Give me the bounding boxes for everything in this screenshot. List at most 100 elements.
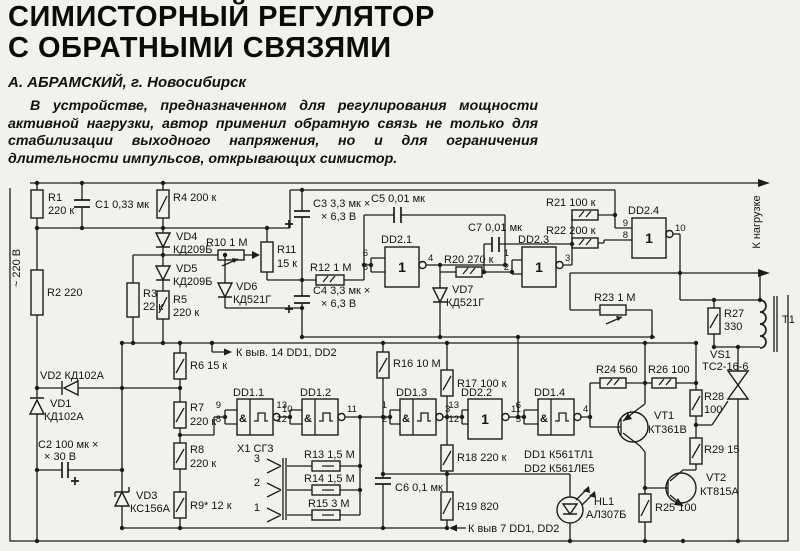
vd1-type: КД102А <box>44 411 84 423</box>
dd21-pin5: 5 <box>363 262 368 273</box>
r22-label: R22 200 к <box>546 225 596 237</box>
vd3-type: КС156А <box>130 503 171 515</box>
r5-label: R5 <box>173 294 187 306</box>
r11-label: R11 <box>277 244 296 256</box>
load-arrow-top <box>758 179 770 187</box>
dd14-and: & <box>540 413 548 425</box>
load-label: К нагрузке <box>751 195 763 248</box>
vd2-diode <box>61 379 79 397</box>
dd23-name: DD2.3 <box>518 234 549 246</box>
resistor-r27 <box>707 307 721 335</box>
r13-label: R13 1,5 М <box>304 449 355 461</box>
hl1-type: АЛ307Б <box>586 509 626 521</box>
dd24-pin10: 10 <box>675 223 686 234</box>
r23-label: R23 1 М <box>594 292 636 304</box>
vd7-type: КД521Г <box>446 297 484 309</box>
dd24-pin9: 9 <box>623 218 628 229</box>
dd12-name: DD1.2 <box>300 387 331 399</box>
c2-label: C2 100 мк × <box>38 439 98 451</box>
vd7-label: VD7 <box>452 284 473 296</box>
vd6-type: КД521Г <box>233 294 271 306</box>
gate-dd24 <box>631 217 667 259</box>
circuit-schematic: R1 220 к R2 220 C1 0,33 мк R4 200 к R3 2… <box>9 179 795 544</box>
r14-label: R14 1,5 М <box>304 473 355 485</box>
t1-label: T1 <box>782 314 795 326</box>
dd13-and: & <box>402 413 410 425</box>
x1-label: Х1 СГ3 <box>237 443 274 455</box>
ic-note1: DD1 К561ТЛ1 <box>524 449 594 461</box>
r21-label: R21 100 к <box>546 197 596 209</box>
r9-label: R9* 12 к <box>190 500 232 512</box>
vd6-diode <box>216 282 234 299</box>
c4-voltage: × 6,3 В <box>321 298 356 310</box>
dd12-and: & <box>304 413 312 425</box>
dd22-name: DD2.2 <box>461 387 492 399</box>
vd1-label: VD1 <box>50 398 71 410</box>
dd11-and: & <box>239 413 247 425</box>
dd14-name: DD1.4 <box>534 387 565 399</box>
hysteresis-icon <box>254 412 569 422</box>
vs1-label: VS1 <box>710 349 731 361</box>
r6-label: R6 15 к <box>190 360 227 372</box>
r1-label: R1 <box>48 192 62 204</box>
vs1-type: ТС2-16-6 <box>702 361 748 373</box>
vd5-type: КД209Б <box>173 276 212 288</box>
resistor-r7 <box>173 401 187 429</box>
labels: R1 220 к R2 220 C1 0,33 мк R4 200 к R3 2… <box>11 192 795 535</box>
dd12-pin13: 13 <box>276 400 287 411</box>
resistor-r28 <box>689 389 703 417</box>
resistor-r8 <box>173 442 187 470</box>
c4-label: C4 3,3 мк × <box>313 285 370 297</box>
r11-value: 15 к <box>277 258 297 270</box>
resistors <box>30 189 721 523</box>
resistor-r10 <box>217 249 245 261</box>
resistor-r4 <box>156 189 170 219</box>
r7-value: 220 к <box>190 416 216 428</box>
vt2-transistor <box>665 472 697 504</box>
vd1-diode <box>28 397 46 415</box>
r4-label: R4 200 к <box>173 192 217 204</box>
resistor-r21 <box>571 209 599 221</box>
c2-voltage: × 30 В <box>44 451 76 463</box>
r3-label: R3 <box>143 288 157 300</box>
dd11-pin10: 10 <box>282 404 293 415</box>
hl1-led <box>556 486 596 524</box>
vd7-diode <box>431 287 449 304</box>
dd21-pin4: 4 <box>428 253 433 264</box>
dd13-name: DD1.3 <box>396 387 427 399</box>
dd22-or: 1 <box>481 411 489 427</box>
resistor-r13 <box>311 460 341 472</box>
article-header: СИМИСТОРНЫЙ РЕГУЛЯТОР С ОБРАТНЫМИ СВЯЗЯМ… <box>8 2 568 168</box>
article-title-line1: СИМИСТОРНЫЙ РЕГУЛЯТОР <box>8 1 435 33</box>
r28-label: R28 <box>704 391 724 403</box>
r27-value: 330 <box>724 321 742 333</box>
vs1-triac <box>726 370 750 400</box>
c3-label: C3 3,3 мк × <box>313 198 370 210</box>
dd12-pin12: 12 <box>276 414 287 425</box>
resistor-r29 <box>689 437 703 465</box>
r12-label: R12 1 М <box>310 262 352 274</box>
resistor-r1 <box>30 189 44 219</box>
dd23-pin1: 1 <box>504 248 509 259</box>
transformer-winding <box>759 299 767 349</box>
dd23-or: 1 <box>535 259 543 275</box>
resistor-r14 <box>311 484 341 496</box>
mains-label: ~ 220 В <box>11 249 23 287</box>
dd13-pin2: 2 <box>382 414 387 425</box>
resistor-r2 <box>30 269 44 316</box>
vt1-label: VT1 <box>654 410 674 422</box>
c5-label: C5 0,01 мк <box>371 193 425 205</box>
dd24-or: 1 <box>645 230 653 246</box>
r8-label: R8 <box>190 444 204 456</box>
article-intro: В устройстве, предназначенном для регули… <box>8 98 538 167</box>
c3-voltage: × 6,3 В <box>321 211 356 223</box>
r10-wiper-arrow <box>252 251 260 259</box>
vt1-type: КТ361В <box>648 424 687 436</box>
vt2-label: VT2 <box>706 472 726 484</box>
r27-label: R27 <box>724 308 744 320</box>
vt1-pnp-arrow <box>623 413 632 421</box>
r18-label: R18 220 к <box>457 452 507 464</box>
dd22-pin11: 11 <box>511 404 521 415</box>
r19-label: R19 820 <box>457 501 499 513</box>
x1-pin3: 3 <box>254 453 260 465</box>
